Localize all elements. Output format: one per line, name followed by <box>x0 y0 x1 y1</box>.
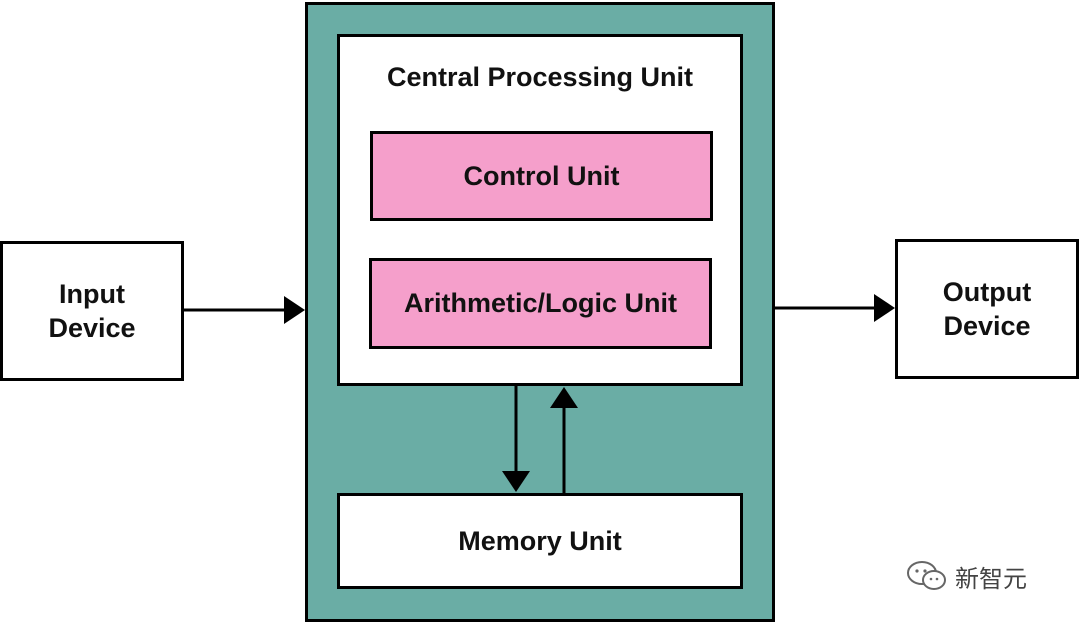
alu-label: Arithmetic/Logic Unit <box>403 288 677 318</box>
cpu-to-output-arrow <box>775 294 895 322</box>
input-device-box: Input Device <box>0 241 184 381</box>
memory-unit-box: Memory Unit <box>337 493 743 589</box>
input-device-label-line2: Device <box>48 313 136 343</box>
wechat-icon <box>907 561 946 590</box>
control-unit-label: Control Unit <box>463 160 620 191</box>
input-device-label-line1: Input <box>59 279 125 309</box>
output-device-label-line2: Device <box>943 311 1031 341</box>
output-device-box: Output Device <box>895 239 1079 379</box>
input-to-cpu-arrow <box>184 296 305 324</box>
watermark: 新智元 <box>905 558 1027 594</box>
cpu-to-memory-arrow <box>502 386 530 492</box>
memory-unit-label: Memory Unit <box>458 525 622 556</box>
cpu-title: Central Processing Unit <box>386 62 694 92</box>
memory-to-cpu-arrow <box>550 387 578 493</box>
output-device-label-line1: Output <box>942 277 1032 307</box>
control-unit-box: Control Unit <box>370 131 713 221</box>
alu-box: Arithmetic/Logic Unit <box>369 258 712 349</box>
watermark-text: 新智元 <box>955 564 1027 593</box>
